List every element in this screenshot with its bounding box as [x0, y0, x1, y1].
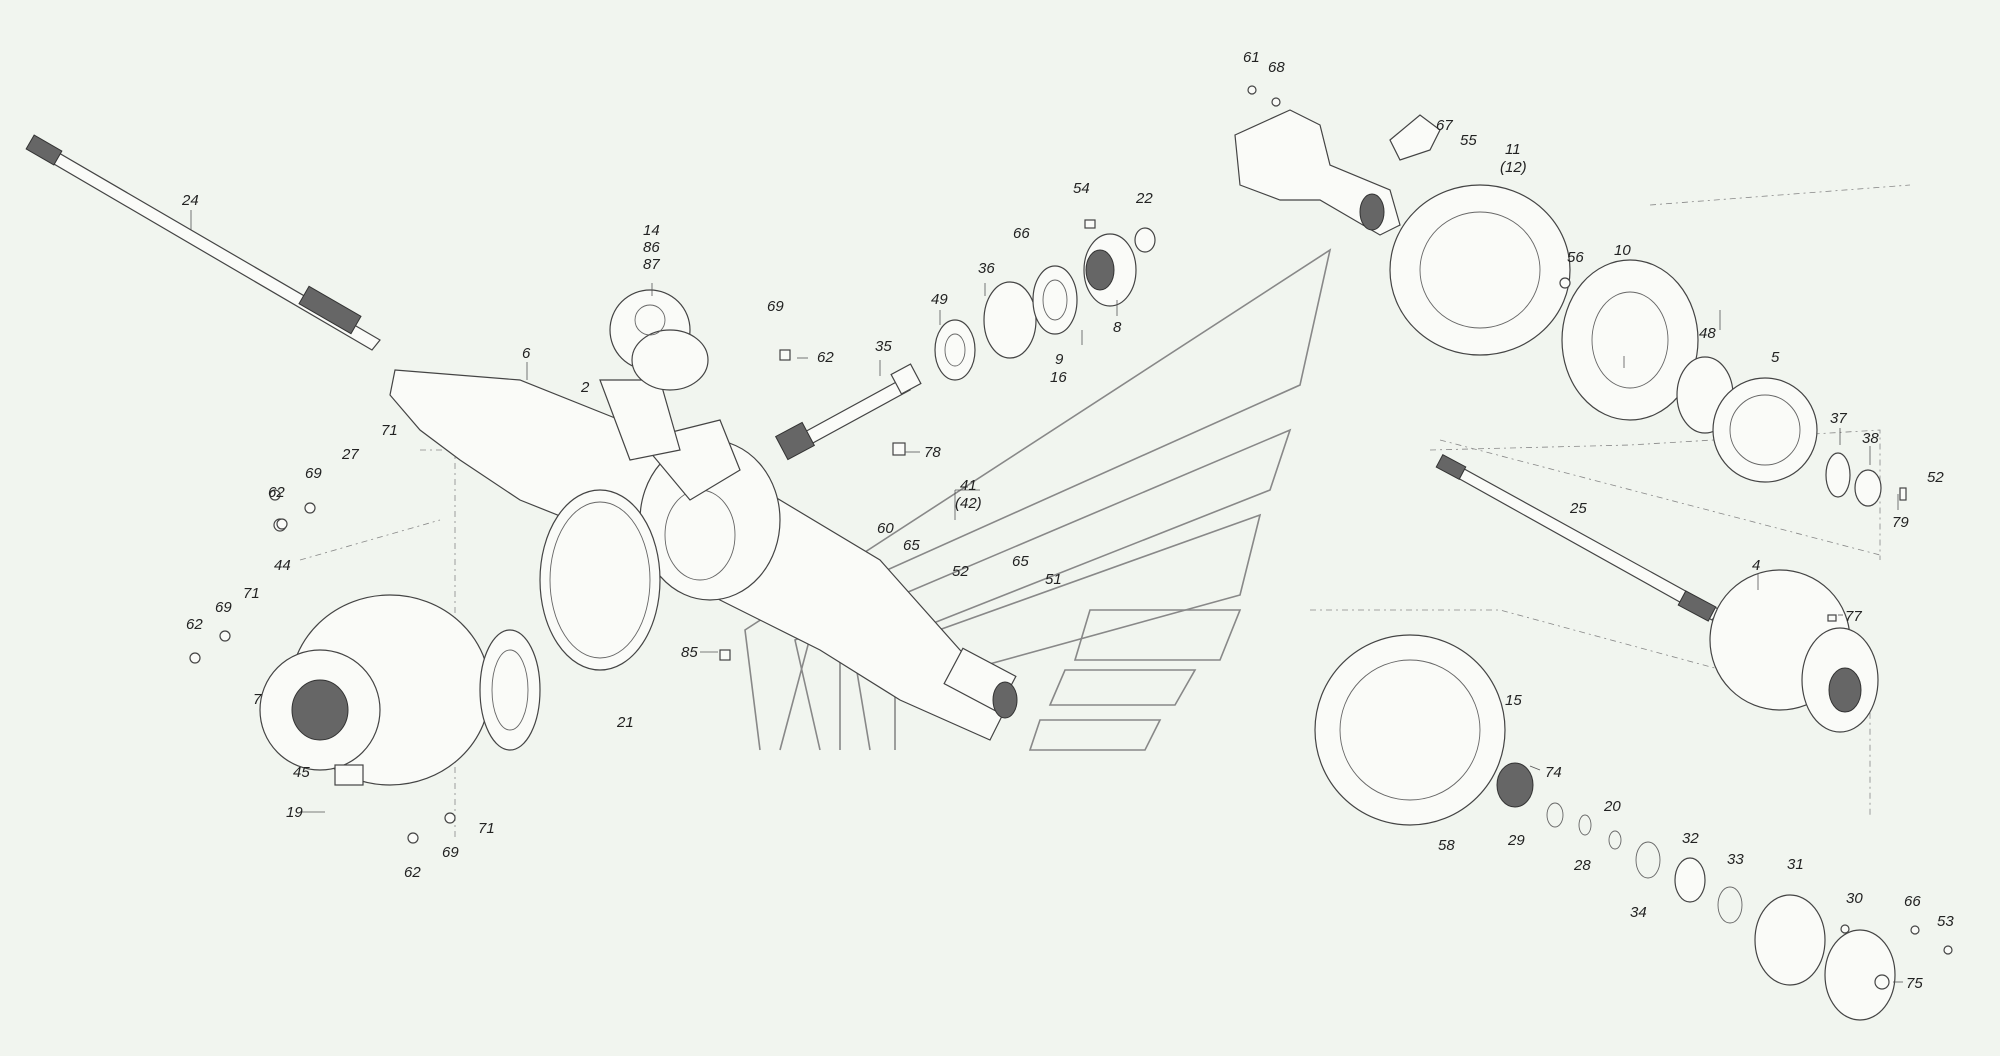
label-19: 19	[286, 804, 303, 821]
bearing-22	[1134, 227, 1156, 253]
label-55: 55	[1460, 132, 1477, 149]
label-71b: 71	[243, 585, 260, 602]
label-62a: 62	[817, 349, 834, 366]
label-61: 61	[1243, 49, 1260, 66]
label-8: 8	[1113, 319, 1122, 336]
label-30: 30	[1846, 890, 1863, 907]
label-34: 34	[1630, 904, 1647, 921]
label-42: (42)	[955, 495, 982, 512]
label-22: 22	[1135, 190, 1153, 207]
label-37: 37	[1830, 410, 1847, 427]
label-5: 5	[1771, 349, 1780, 366]
label-33: 33	[1727, 851, 1744, 868]
brake-chamber-14	[609, 289, 709, 391]
label-35: 35	[875, 338, 892, 355]
label-69c: 69	[215, 599, 232, 616]
label-44: 44	[274, 557, 291, 574]
brake-drum-15	[1314, 634, 1506, 826]
label-87: 87	[643, 256, 660, 273]
housing-4	[1709, 569, 1879, 733]
watermark-logo	[744, 248, 1332, 751]
label-65a: 65	[903, 537, 920, 554]
label-25: 25	[1569, 500, 1587, 517]
label-58: 58	[1438, 837, 1455, 854]
label-6: 6	[522, 345, 531, 362]
leader-lines	[190, 210, 1903, 983]
label-54: 54	[1073, 180, 1090, 197]
label-15: 15	[1505, 692, 1522, 709]
label-4: 4	[1752, 557, 1760, 574]
flange-8	[1083, 233, 1137, 307]
label-67: 67	[1436, 117, 1453, 134]
label-29: 29	[1507, 832, 1525, 849]
label-60: 60	[877, 520, 894, 537]
axle-housing-6	[389, 369, 1018, 741]
brake-assembly-11	[1389, 114, 1571, 356]
label-49: 49	[931, 291, 948, 308]
label-74: 74	[1545, 764, 1562, 781]
label-45: 45	[293, 764, 310, 781]
gasket-21	[539, 489, 661, 671]
small-rings	[1546, 802, 1896, 1021]
label-77: 77	[1845, 608, 1862, 625]
label-32: 32	[1682, 830, 1699, 847]
cage-9	[1032, 265, 1078, 335]
label-51: 51	[1045, 571, 1062, 588]
label-27: 27	[341, 446, 359, 463]
label-69d: 69	[442, 844, 459, 861]
label-7: 7	[253, 691, 262, 708]
hub-10	[1561, 259, 1699, 421]
label-75: 75	[1906, 975, 1923, 992]
label-66a: 66	[1013, 225, 1030, 242]
label-71a: 71	[381, 422, 398, 439]
label-52a: 52	[1927, 469, 1944, 486]
label-78: 78	[924, 444, 941, 461]
axle-shaft-24	[25, 134, 381, 351]
label-10: 10	[1614, 242, 1631, 259]
knuckle-top	[1234, 109, 1401, 236]
label-24: 24	[181, 192, 199, 209]
label-14: 14	[643, 222, 660, 239]
label-71c: 71	[478, 820, 495, 837]
label-79: 79	[1892, 514, 1909, 531]
label-62d: 62	[404, 864, 421, 881]
label-69b: 69	[305, 465, 322, 482]
label-56: 56	[1567, 249, 1584, 266]
label-62c: 62	[186, 616, 203, 633]
label-86: 86	[643, 239, 660, 256]
label-41: 41	[960, 477, 977, 494]
bearing-49	[934, 319, 976, 381]
label-53: 53	[1937, 913, 1954, 930]
label-2: 2	[580, 379, 590, 396]
nut-38	[1854, 469, 1882, 507]
seal-36	[983, 281, 1037, 359]
label-21: 21	[616, 714, 634, 731]
label-16: 16	[1050, 369, 1067, 386]
label-36: 36	[978, 260, 995, 277]
label-68: 68	[1268, 59, 1285, 76]
label-31: 31	[1787, 856, 1804, 873]
label-85: 85	[681, 644, 698, 661]
label-9: 9	[1055, 351, 1064, 368]
washer-37	[1825, 452, 1851, 498]
shaft-25	[1435, 454, 1721, 622]
label-11: 11	[1505, 141, 1521, 158]
shaft-35	[774, 363, 922, 461]
label-65b: 65	[1012, 553, 1029, 570]
label-48: 48	[1699, 325, 1716, 342]
label-62b: 62	[268, 484, 285, 501]
label-66b: 66	[1904, 893, 1921, 910]
part-labels: 61 68 67 55 11 (12) 24 54 22 66 14 86 87…	[181, 49, 1954, 992]
label-12: (12)	[1500, 159, 1527, 176]
label-52b: 52	[952, 563, 969, 580]
gear-29	[1496, 762, 1534, 808]
label-28: 28	[1573, 857, 1591, 874]
ring-gear-5	[1712, 377, 1818, 483]
fasteners	[189, 85, 1953, 990]
differential-7	[259, 594, 541, 786]
label-20: 20	[1603, 798, 1621, 815]
label-69a: 69	[767, 298, 784, 315]
label-38: 38	[1862, 430, 1879, 447]
